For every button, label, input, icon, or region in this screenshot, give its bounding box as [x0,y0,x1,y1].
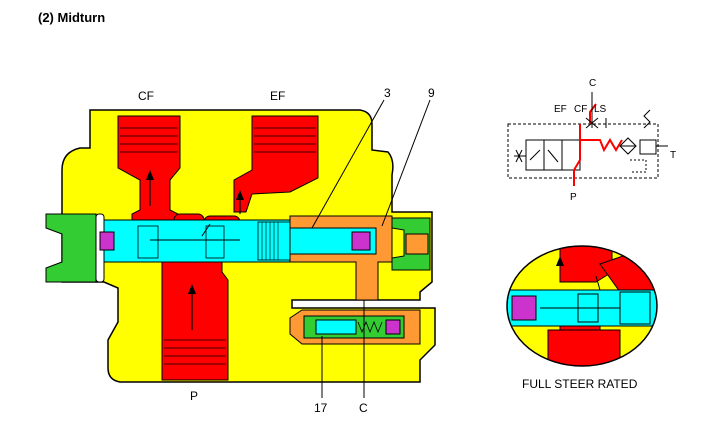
page-title: (2) Midturn [38,10,106,25]
detail-ellipse-outline [506,245,658,367]
callout-3: 3 [384,86,391,100]
spool-seal [351,231,371,251]
label-cf: CF [138,89,154,103]
schematic-label-t: T [670,150,676,161]
leader-9 [381,99,431,227]
p-port [161,261,229,381]
schematic-label-ef: EF [554,104,567,115]
detail-view: FULL STEER RATED [506,245,658,391]
label-ef: EF [270,89,285,103]
detail-caption: FULL STEER RATED [522,377,638,391]
schematic-label-c: C [589,78,596,89]
main-valve-section: CF EF P 3 9 17 C [45,86,436,415]
schematic-label-ls: LS [594,104,607,115]
schematic-label-cf: CF [574,104,587,115]
label-p: P [190,389,198,403]
left-end-plug [45,213,97,283]
callout-c: C [359,401,368,415]
callout-9: 9 [428,86,435,100]
schematic-label-p: P [570,192,577,203]
hydraulic-schematic: C EF CF LS T P [507,78,676,203]
schematic-outline [507,123,659,179]
leader-3 [311,99,385,229]
schematic-pressure-line [573,124,623,186]
relief-valve-poppet [315,319,357,335]
callout-17: 17 [314,401,328,415]
ef-port [233,115,319,213]
